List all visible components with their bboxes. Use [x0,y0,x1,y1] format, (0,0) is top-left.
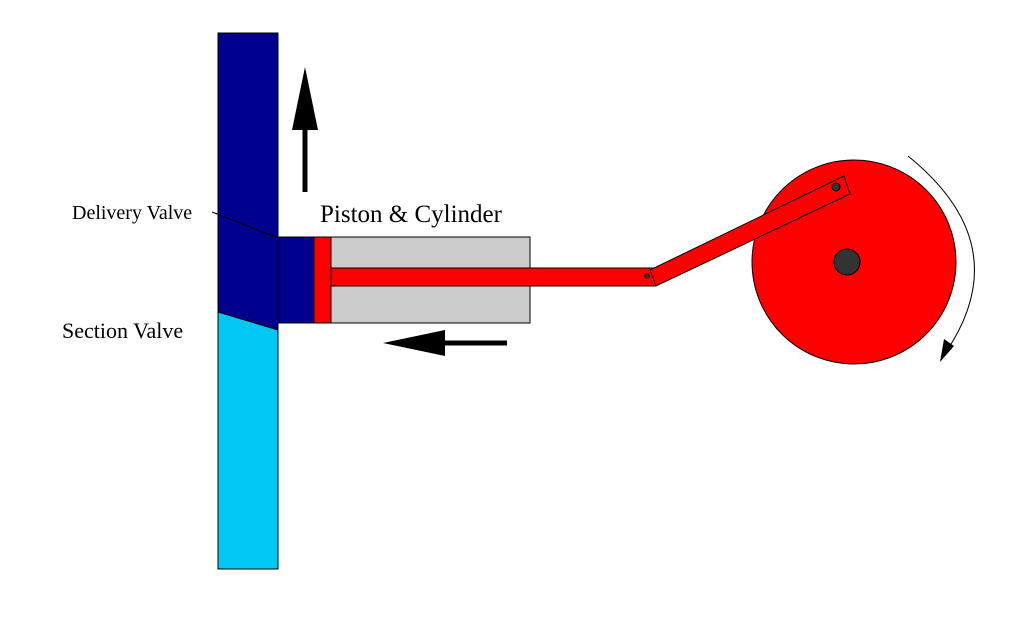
crank-pin [831,182,841,192]
delivery-pipe [217,32,279,331]
arrow-left-icon [383,330,445,356]
piston-rod [330,267,657,287]
piston-head [313,236,332,324]
connecting-rod [649,175,851,287]
crank-hub [833,248,861,276]
arrow-up-icon [292,67,318,130]
wrist-pin [644,273,650,279]
piston-cylinder-label: Piston & Cylinder [320,201,503,228]
rotation-arrowhead [940,339,954,362]
suction-pipe [217,311,279,570]
delivery-valve-leader [211,211,279,239]
rotation-arrow-icon [907,155,975,353]
delivery-valve-label: Delivery Valve [72,202,192,224]
section-valve-label: Section Valve [62,318,183,343]
pump-chamber [277,236,315,324]
